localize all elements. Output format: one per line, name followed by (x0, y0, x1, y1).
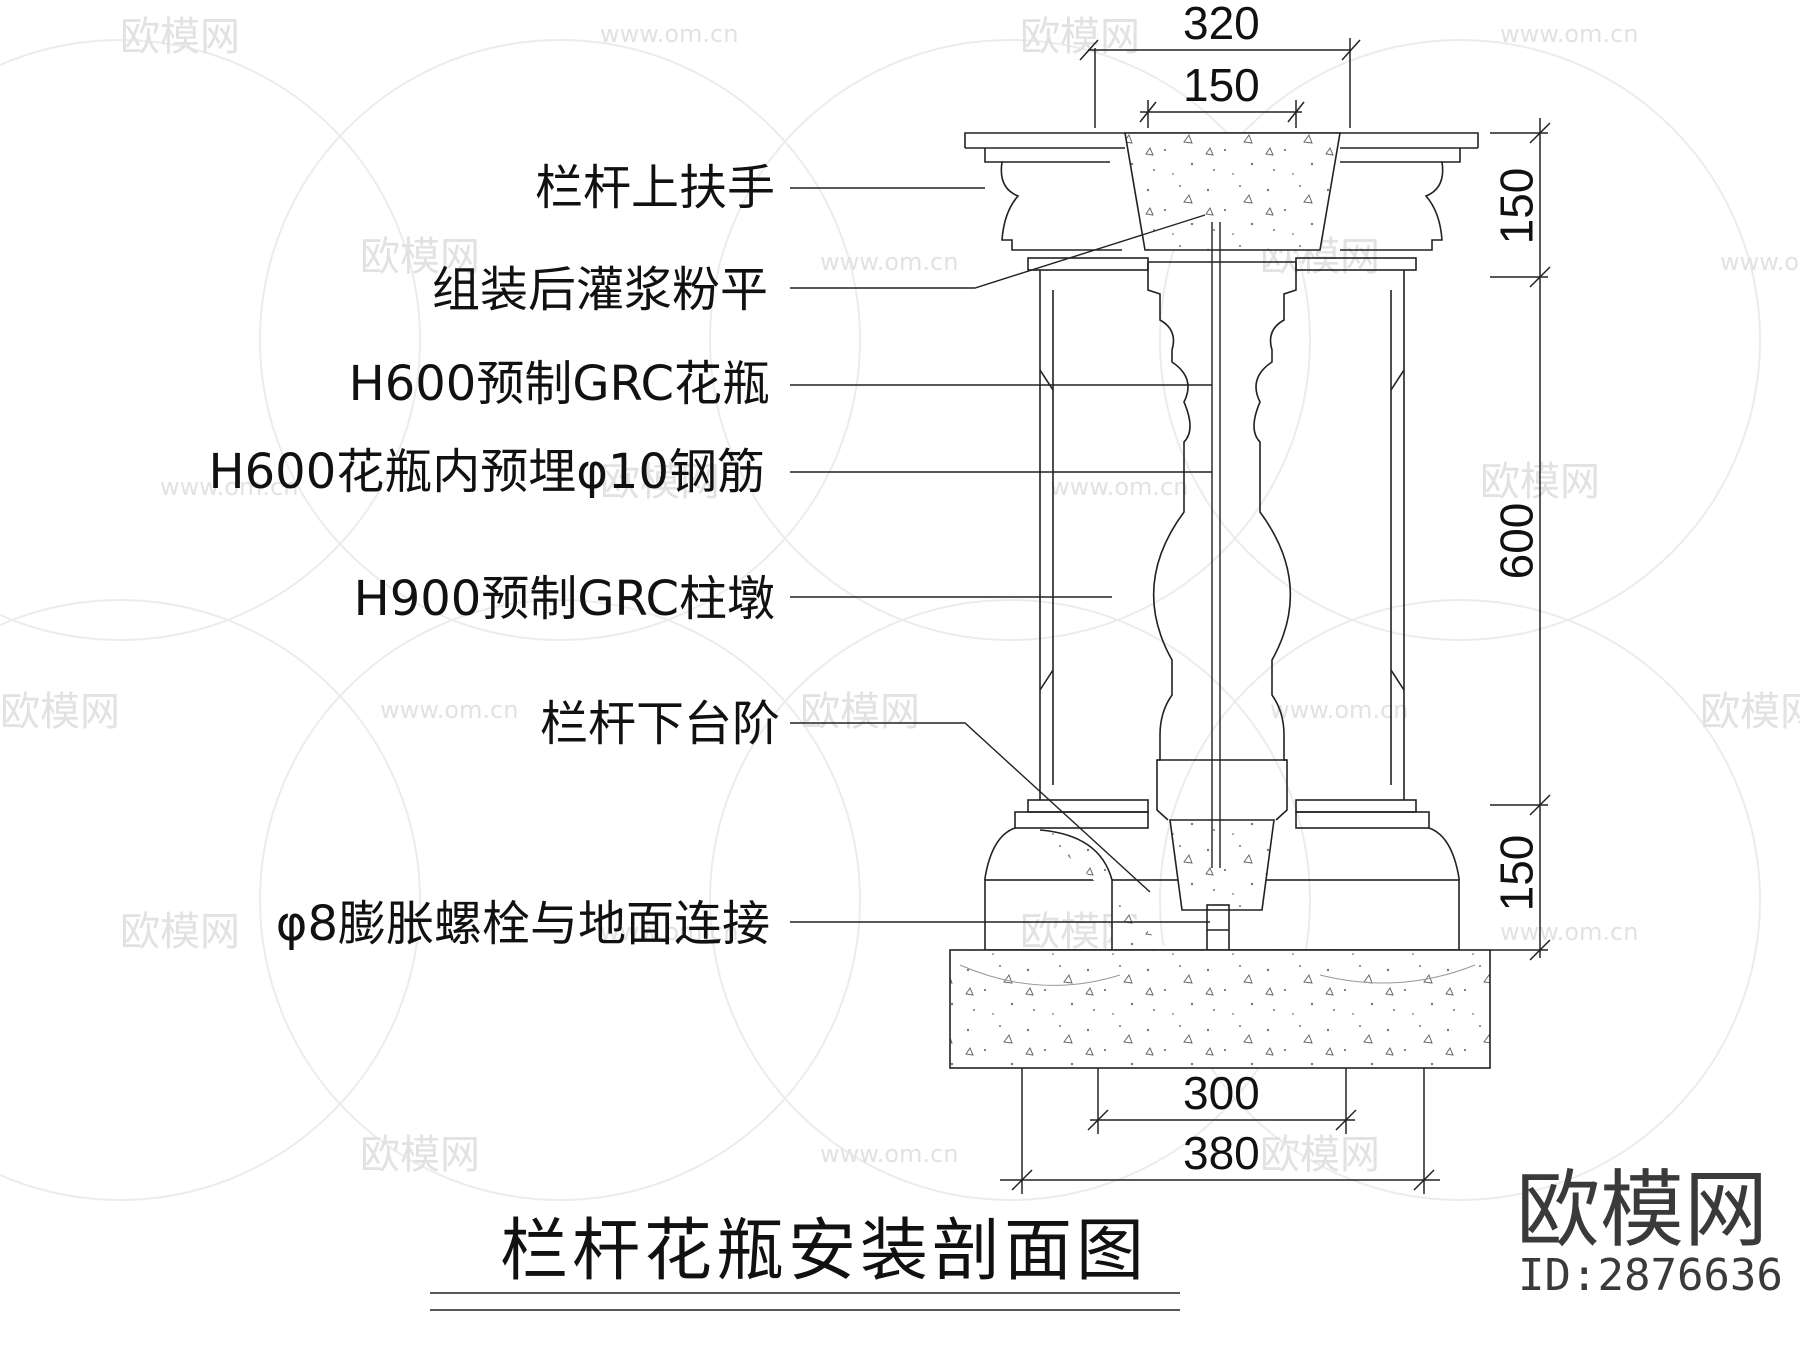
watermark-site: www.om.cn (1270, 696, 1408, 724)
label-vase: H600预制GRC花瓶 (348, 356, 770, 412)
dim-right-bottom: 150 (1490, 834, 1543, 912)
label-grout: 组装后灌浆粉平 (431, 262, 768, 318)
brand-id: ID:2876636 (1518, 1250, 1783, 1301)
watermark-site: www.om.cn (1050, 473, 1188, 501)
drawing-title: 栏杆花瓶安装剖面图 (500, 1212, 1149, 1291)
steel-rebar (1211, 222, 1221, 868)
watermark-site: www.om.cn (820, 1140, 958, 1168)
dim-bottom-inner: 300 (1183, 1067, 1260, 1119)
watermark-brand: 欧模网 (800, 689, 920, 735)
watermark-site: www.om.cn (1720, 248, 1800, 276)
title-underline (430, 1292, 1180, 1311)
label-rebar: H600花瓶内预埋φ10钢筋 (208, 444, 765, 500)
watermark-site: www.om.cn (1500, 918, 1638, 946)
brand-logo-text: 欧模网 (1516, 1161, 1769, 1259)
top-grout-fill (1124, 132, 1341, 251)
watermark-brand: 欧模网 (1700, 689, 1800, 735)
leader-lines (790, 187, 1212, 923)
watermark-brand: 欧模网 (600, 459, 720, 505)
watermark-site: www.om.cn (600, 20, 738, 48)
concrete-base-slab (949, 949, 1491, 1069)
watermark-site: www.om.cn (380, 696, 518, 724)
watermark-brand: 欧模网 (360, 1132, 480, 1178)
dim-right-middle: 600 (1490, 502, 1543, 580)
dim-top-outer: 320 (1183, 0, 1260, 49)
watermark-site: www.om.cn (820, 248, 958, 276)
watermark-site: www.om.cn (1500, 20, 1638, 48)
label-step: 栏杆下台阶 (539, 696, 780, 752)
dim-right-top: 150 (1490, 167, 1543, 245)
dimension-lines (1000, 38, 1551, 1194)
label-bolt: φ8膨胀螺栓与地面连接 (275, 896, 770, 952)
watermark-site: www.om.cn (160, 473, 298, 501)
watermark-site: www.om.cn (600, 918, 738, 946)
bottom-grout-fill (1169, 819, 1275, 911)
label-pier: H900预制GRC柱墩 (353, 571, 775, 627)
dim-bottom-outer: 380 (1183, 1127, 1260, 1179)
label-handrail: 栏杆上扶手 (534, 160, 775, 216)
watermark-brand: 欧模网 (1260, 1132, 1380, 1178)
grc-baluster-vase (1147, 261, 1297, 821)
watermark-brand: 欧模网 (360, 234, 480, 280)
watermark-brand: 欧模网 (120, 909, 240, 955)
watermark-brand: 欧模网 (1020, 14, 1140, 60)
dim-top-inner: 150 (1183, 59, 1260, 111)
watermark-brand: 欧模网 (0, 689, 120, 735)
watermark-brand: 欧模网 (120, 14, 240, 60)
